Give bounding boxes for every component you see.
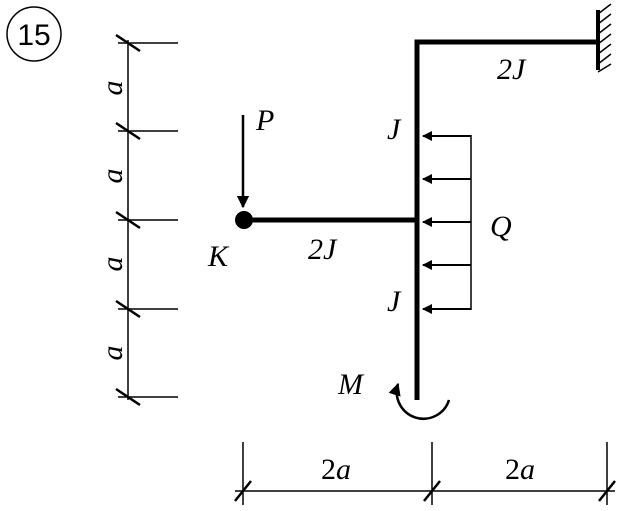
problem-number-badge: 15 bbox=[6, 6, 62, 62]
frame-members bbox=[244, 39, 598, 400]
moment-arrow-icon bbox=[388, 382, 451, 420]
stiffness-column-upper: J bbox=[387, 113, 402, 146]
distributed-load: Q bbox=[422, 131, 512, 314]
vertical-dim-label-3: a bbox=[96, 257, 129, 272]
horizontal-dim-label-2: 2a bbox=[505, 453, 535, 486]
force-p-label: P bbox=[255, 104, 274, 137]
distributed-load-label: Q bbox=[490, 210, 512, 243]
vertical-dim-label-1: a bbox=[96, 81, 129, 96]
hinge-node bbox=[235, 211, 253, 229]
moment-m: M bbox=[337, 368, 451, 420]
vertical-dimension: a a a a bbox=[96, 33, 178, 407]
point-k-label: K bbox=[207, 240, 230, 273]
moment-m-label: M bbox=[337, 368, 365, 401]
horizontal-dimension: 2a 2a bbox=[234, 442, 616, 505]
stiffness-top-beam: 2J bbox=[497, 53, 527, 86]
horizontal-dim-label-1: 2a bbox=[321, 453, 351, 486]
problem-number: 15 bbox=[17, 19, 50, 52]
vertical-dim-label-2: a bbox=[96, 169, 129, 184]
stiffness-column-lower: J bbox=[387, 285, 402, 318]
vertical-dim-label-4: a bbox=[96, 346, 129, 361]
fixed-support bbox=[596, 3, 612, 73]
stiffness-horizontal-arm: 2J bbox=[308, 233, 338, 266]
force-p: P bbox=[236, 104, 274, 209]
